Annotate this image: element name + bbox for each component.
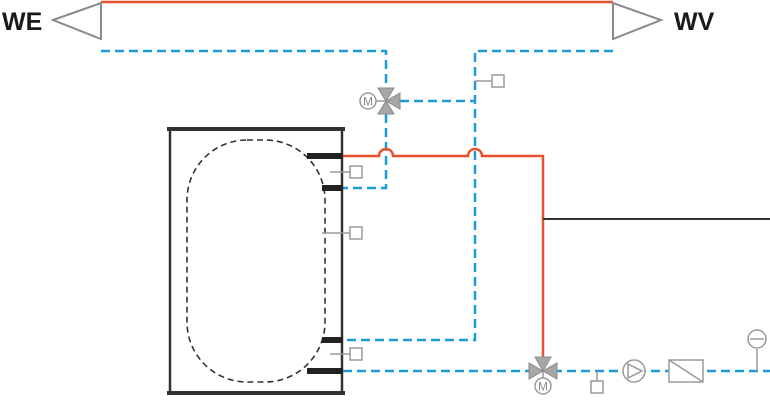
sensor-top-icon [491, 74, 505, 88]
tank-sensor-3-icon [349, 347, 363, 361]
cold-line-valve-to-tank [343, 114, 388, 190]
tank-nozzle-hot-outlet [307, 153, 343, 159]
cold-line-wv-down [343, 49, 613, 342]
hot-water-outlet-line [343, 147, 545, 358]
pump-icon [622, 359, 646, 383]
we-arrow-icon [50, 1, 102, 41]
wv-label: WV [674, 8, 715, 36]
tank-nozzle-cold-inlet [307, 368, 343, 374]
thermometer-icon [747, 329, 767, 371]
storage-tank-icon [167, 127, 345, 395]
three-way-valve-top-icon [359, 87, 401, 115]
motor-bottom-label: M [538, 380, 548, 394]
we-label: WE [2, 8, 43, 36]
tank-sensor-1-icon [349, 165, 363, 179]
sensor-bottom-icon [590, 380, 604, 394]
cold-line-we-to-valve [101, 49, 388, 88]
heat-exchanger-icon [668, 359, 704, 383]
motor-top-label: M [363, 95, 373, 109]
tank-nozzle-upper [322, 185, 343, 191]
wv-arrow-icon [612, 1, 664, 41]
tank-nozzle-lower [322, 337, 343, 343]
tank-sensor-2-icon [349, 226, 363, 240]
three-way-valve-bottom-icon [528, 356, 558, 395]
